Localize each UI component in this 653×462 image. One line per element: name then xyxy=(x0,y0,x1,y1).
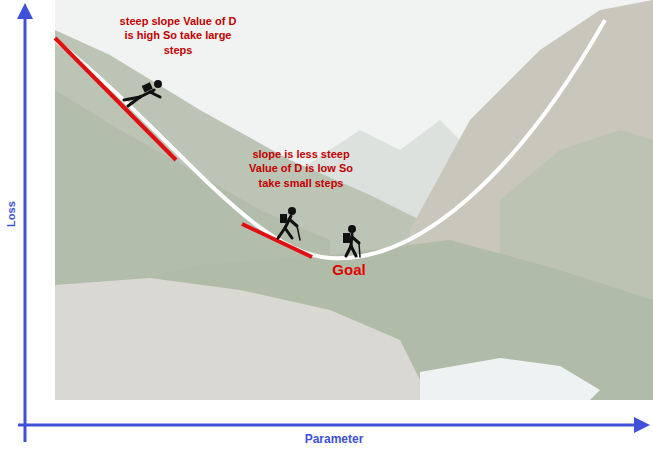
hiker-figure xyxy=(278,207,300,240)
valley-floor xyxy=(55,240,653,400)
arrowhead xyxy=(17,3,33,19)
arrowhead xyxy=(634,417,650,433)
landscape-photo xyxy=(55,0,653,400)
hiker-figure xyxy=(124,80,162,106)
foreground-rock xyxy=(55,278,430,400)
axis-label: Parameter xyxy=(305,433,364,446)
annotation-text: slope is less steep Value of D is low So… xyxy=(242,147,360,190)
annotation-text: steep slope Value of D is high So take l… xyxy=(119,14,237,57)
goal-label: Goal xyxy=(332,262,365,279)
sky xyxy=(55,0,653,400)
axes xyxy=(17,3,650,442)
slope-tangent xyxy=(55,38,176,160)
axis-label: Loss xyxy=(5,201,17,227)
y-axis xyxy=(24,16,27,442)
loss-curve xyxy=(55,20,605,258)
x-axis xyxy=(18,424,636,427)
slope-tangent xyxy=(242,224,312,257)
hiker-figure xyxy=(343,225,360,257)
stream-water xyxy=(420,358,600,400)
